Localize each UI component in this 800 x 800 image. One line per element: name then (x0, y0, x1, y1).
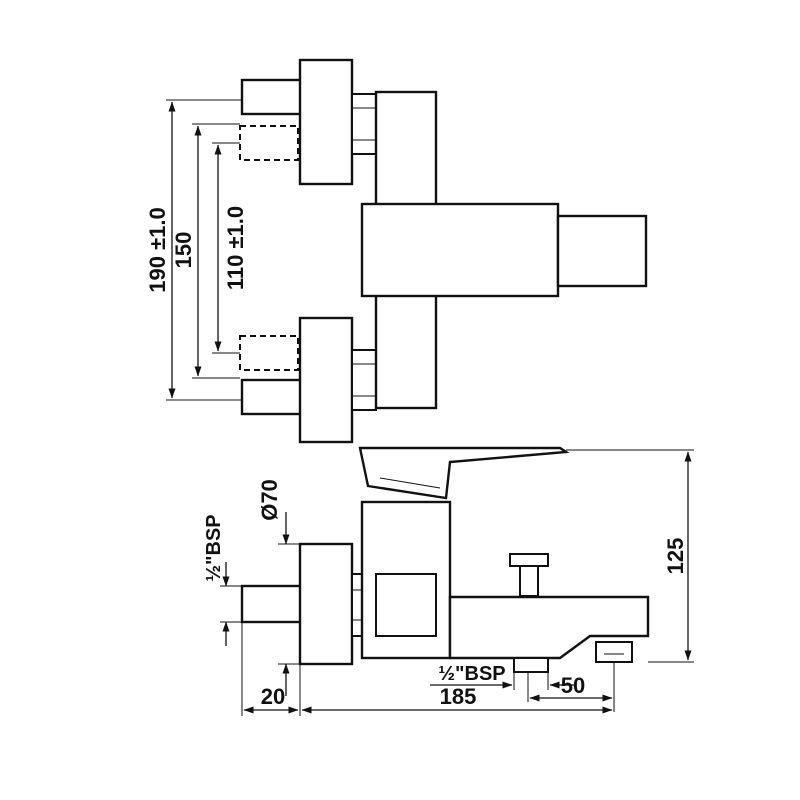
dim-label-190: 190 ±1.0 (145, 207, 170, 292)
dim-label-diameter: Ø70 (257, 479, 282, 521)
side-view (240, 446, 650, 673)
top-inlet-pipe-lower (240, 378, 304, 416)
dim-label-20: 20 (261, 684, 285, 709)
top-hidden-pipe-lower (239, 335, 299, 371)
side-escutcheon (298, 542, 354, 666)
top-view-dimensions: 190 ±1.0 150 110 ±1.0 (145, 99, 248, 401)
side-spout-aerator (595, 641, 633, 663)
side-view-dimensions: Ø70 ½"BSP 125 20 185 ½"BSP 50 (203, 449, 694, 716)
side-lever-handle (358, 446, 570, 500)
dim-label-inlet-thread: ½"BSP (203, 514, 225, 581)
side-cartridge-block (375, 573, 437, 637)
top-spout-end (556, 214, 648, 288)
top-lever-block (360, 202, 560, 298)
side-spout (448, 595, 650, 660)
top-escutcheon-upper (298, 58, 354, 186)
top-hidden-pipe-upper (239, 125, 299, 161)
top-escutcheon-lower (298, 316, 354, 444)
top-view (239, 58, 648, 444)
side-shower-outlet (513, 657, 549, 673)
dim-label-50: 50 (561, 673, 585, 698)
top-nut-lower (351, 349, 377, 411)
dim-label-height: 125 (663, 538, 688, 575)
top-nut-upper (351, 93, 377, 155)
side-diverter-knob (509, 553, 549, 567)
dim-label-185: 185 (440, 684, 477, 709)
top-inlet-pipe-upper (240, 78, 304, 116)
dim-label-150: 150 (171, 232, 196, 269)
dim-label-outlet-thread: ½"BSP (438, 663, 505, 685)
side-diverter-stem (519, 565, 539, 597)
side-inlet-pipe (240, 584, 304, 624)
dim-label-110: 110 ±1.0 (223, 206, 248, 290)
